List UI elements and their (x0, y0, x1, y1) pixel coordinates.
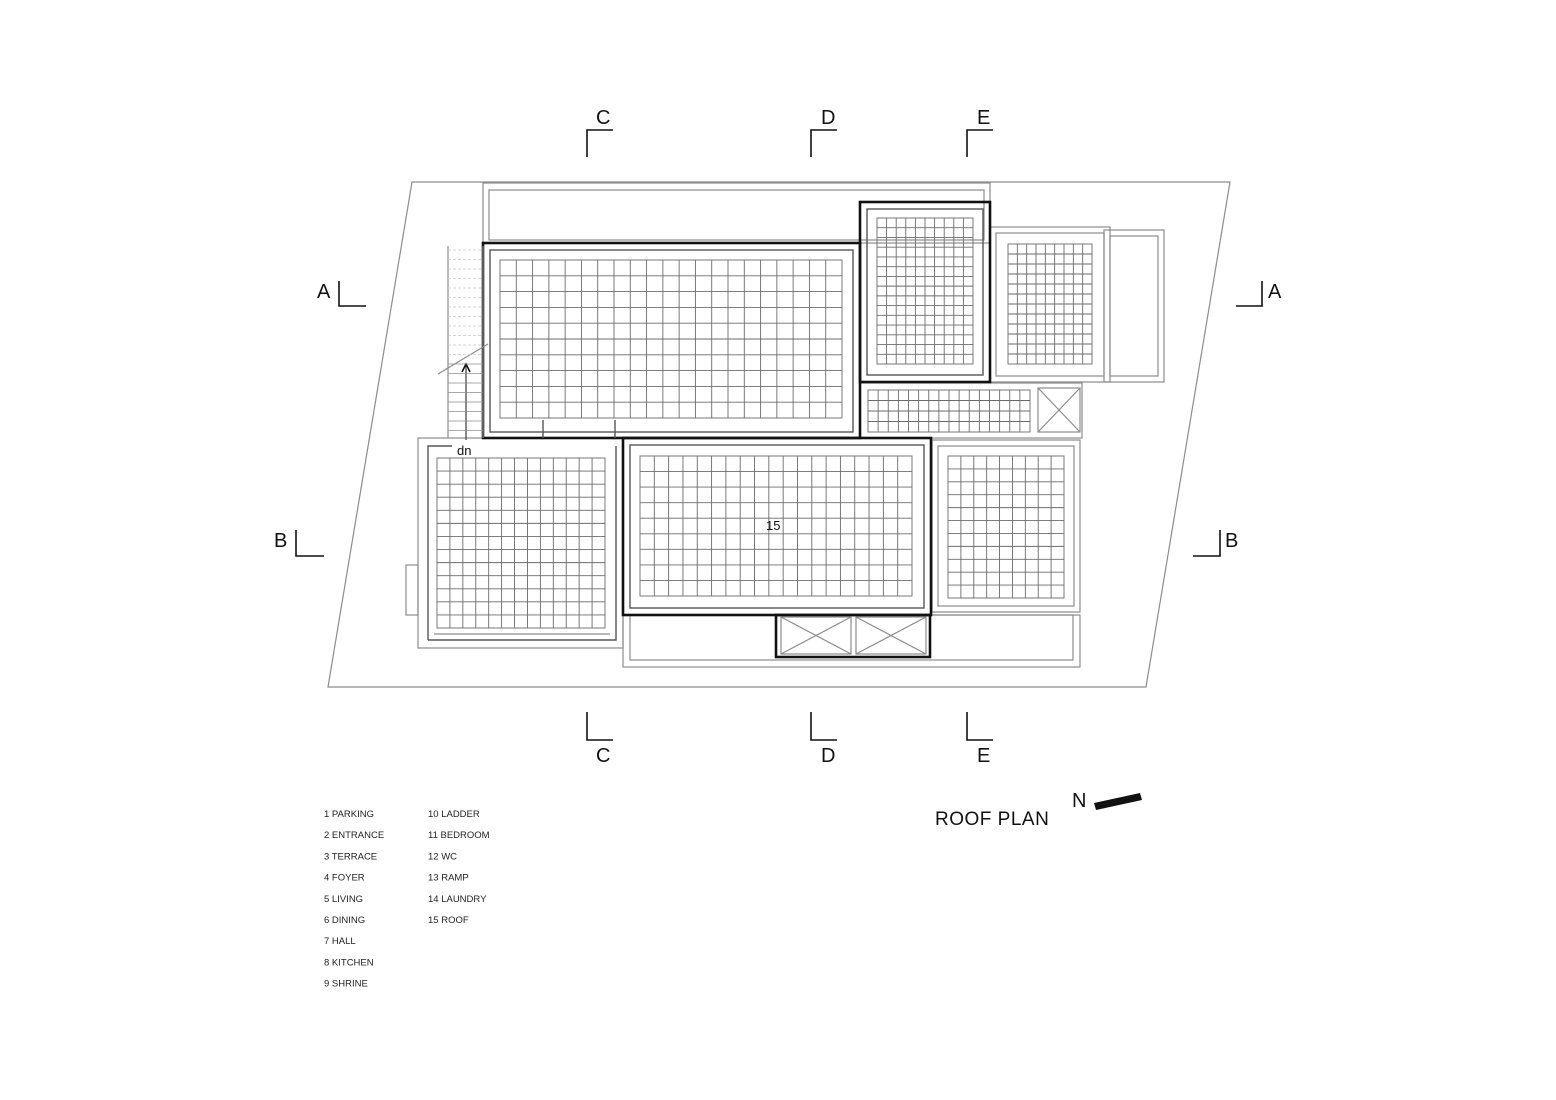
east-terrace-outer (1103, 229, 1165, 383)
legend-item: 9 SHRINE (324, 979, 368, 990)
west-ledge (405, 564, 419, 616)
west-wing-parapet-2 (428, 446, 617, 641)
grid-mid-strip (867, 389, 1031, 433)
section-marker-c-top: C (586, 107, 613, 157)
skylight-2 (855, 616, 927, 655)
legend-item: 11 BEDROOM (428, 830, 490, 841)
skylight-3 (1037, 387, 1081, 433)
legend-item: 1 PARKING (324, 809, 374, 820)
ne-roof-outer (858, 200, 992, 384)
section-marker-e-bottom: E (966, 712, 993, 767)
section-marker-a-right: A (1236, 281, 1282, 307)
svg-text:D: D (821, 107, 835, 129)
svg-text:C: C (596, 745, 610, 767)
central-roof-inner (629, 444, 925, 609)
stair-down-label: dn (457, 443, 471, 458)
roof-tile-grids (436, 217, 1093, 629)
svg-text:D: D (821, 745, 835, 767)
grid-west-wing (436, 457, 606, 629)
main-roof-outer (481, 241, 862, 440)
legend-item: 2 ENTRANCE (324, 830, 384, 841)
main-roof-inner (489, 249, 854, 433)
grid-ne-roof (876, 217, 974, 365)
svg-text:B: B (274, 530, 287, 552)
section-marker-b-right: B (1193, 530, 1238, 557)
grid-main-roof (499, 259, 843, 419)
stair-treads (448, 249, 483, 431)
grid-south-east (947, 455, 1065, 599)
svg-text:N: N (1072, 790, 1086, 812)
mid-strip-outline (859, 382, 1083, 439)
roof-tag-15: 15 (766, 518, 780, 533)
ne-roof-inner (866, 208, 984, 376)
svg-text:B: B (1225, 530, 1238, 552)
legend-column-2: 10 LADDER 11 BEDROOM 12 WC 13 RAMP 14 LAUNDR… (428, 809, 490, 926)
legend-column-1: 1 PARKING 2 ENTRANCE 3 TERRACE 4 FOYER 5 LIV… (324, 809, 384, 990)
legend-item: 14 LAUNDRY (428, 894, 487, 905)
west-wing-parapet (427, 445, 452, 640)
svg-text:A: A (1268, 281, 1282, 303)
south-east-block-inner (937, 445, 1075, 607)
legend-item: 3 TERRACE (324, 851, 377, 862)
grid-east-block (1007, 243, 1093, 365)
skylight-box-south (774, 613, 932, 659)
legend-item: 5 LIVING (324, 894, 363, 905)
legend-item: 6 DINING (324, 915, 365, 926)
site-boundary (327, 181, 1231, 688)
section-marker-e-top: E (966, 107, 993, 157)
svg-text:C: C (596, 107, 610, 129)
section-marker-c-bottom: C (586, 712, 613, 767)
south-east-block-outer (931, 439, 1081, 613)
skylight-1 (780, 616, 852, 655)
svg-text:E: E (977, 107, 990, 129)
svg-text:E: E (977, 745, 990, 767)
legend-item: 12 WC (428, 851, 457, 862)
legend-item: 8 KITCHEN (324, 957, 374, 968)
north-parapet (482, 182, 991, 244)
legend-item: 15 ROOF (428, 915, 469, 926)
staircase (437, 246, 489, 440)
legend-item: 10 LADDER (428, 809, 480, 820)
section-marker-d-top: D (810, 107, 837, 157)
svg-text:A: A (317, 281, 331, 303)
legend-item: 7 HALL (324, 936, 356, 947)
grid-central-roof (639, 455, 913, 597)
section-marker-d-bottom: D (810, 712, 837, 767)
section-marker-b-left: B (274, 530, 324, 557)
drawing-title: ROOF PLAN (935, 809, 1049, 830)
east-terrace-inner (1109, 235, 1159, 377)
north-parapet-inner (488, 189, 985, 241)
north-arrow-icon: N (1072, 790, 1142, 812)
section-marker-a-left: A (317, 281, 366, 307)
legend-item: 4 FOYER (324, 873, 365, 884)
legend-item: 13 RAMP (428, 873, 469, 884)
